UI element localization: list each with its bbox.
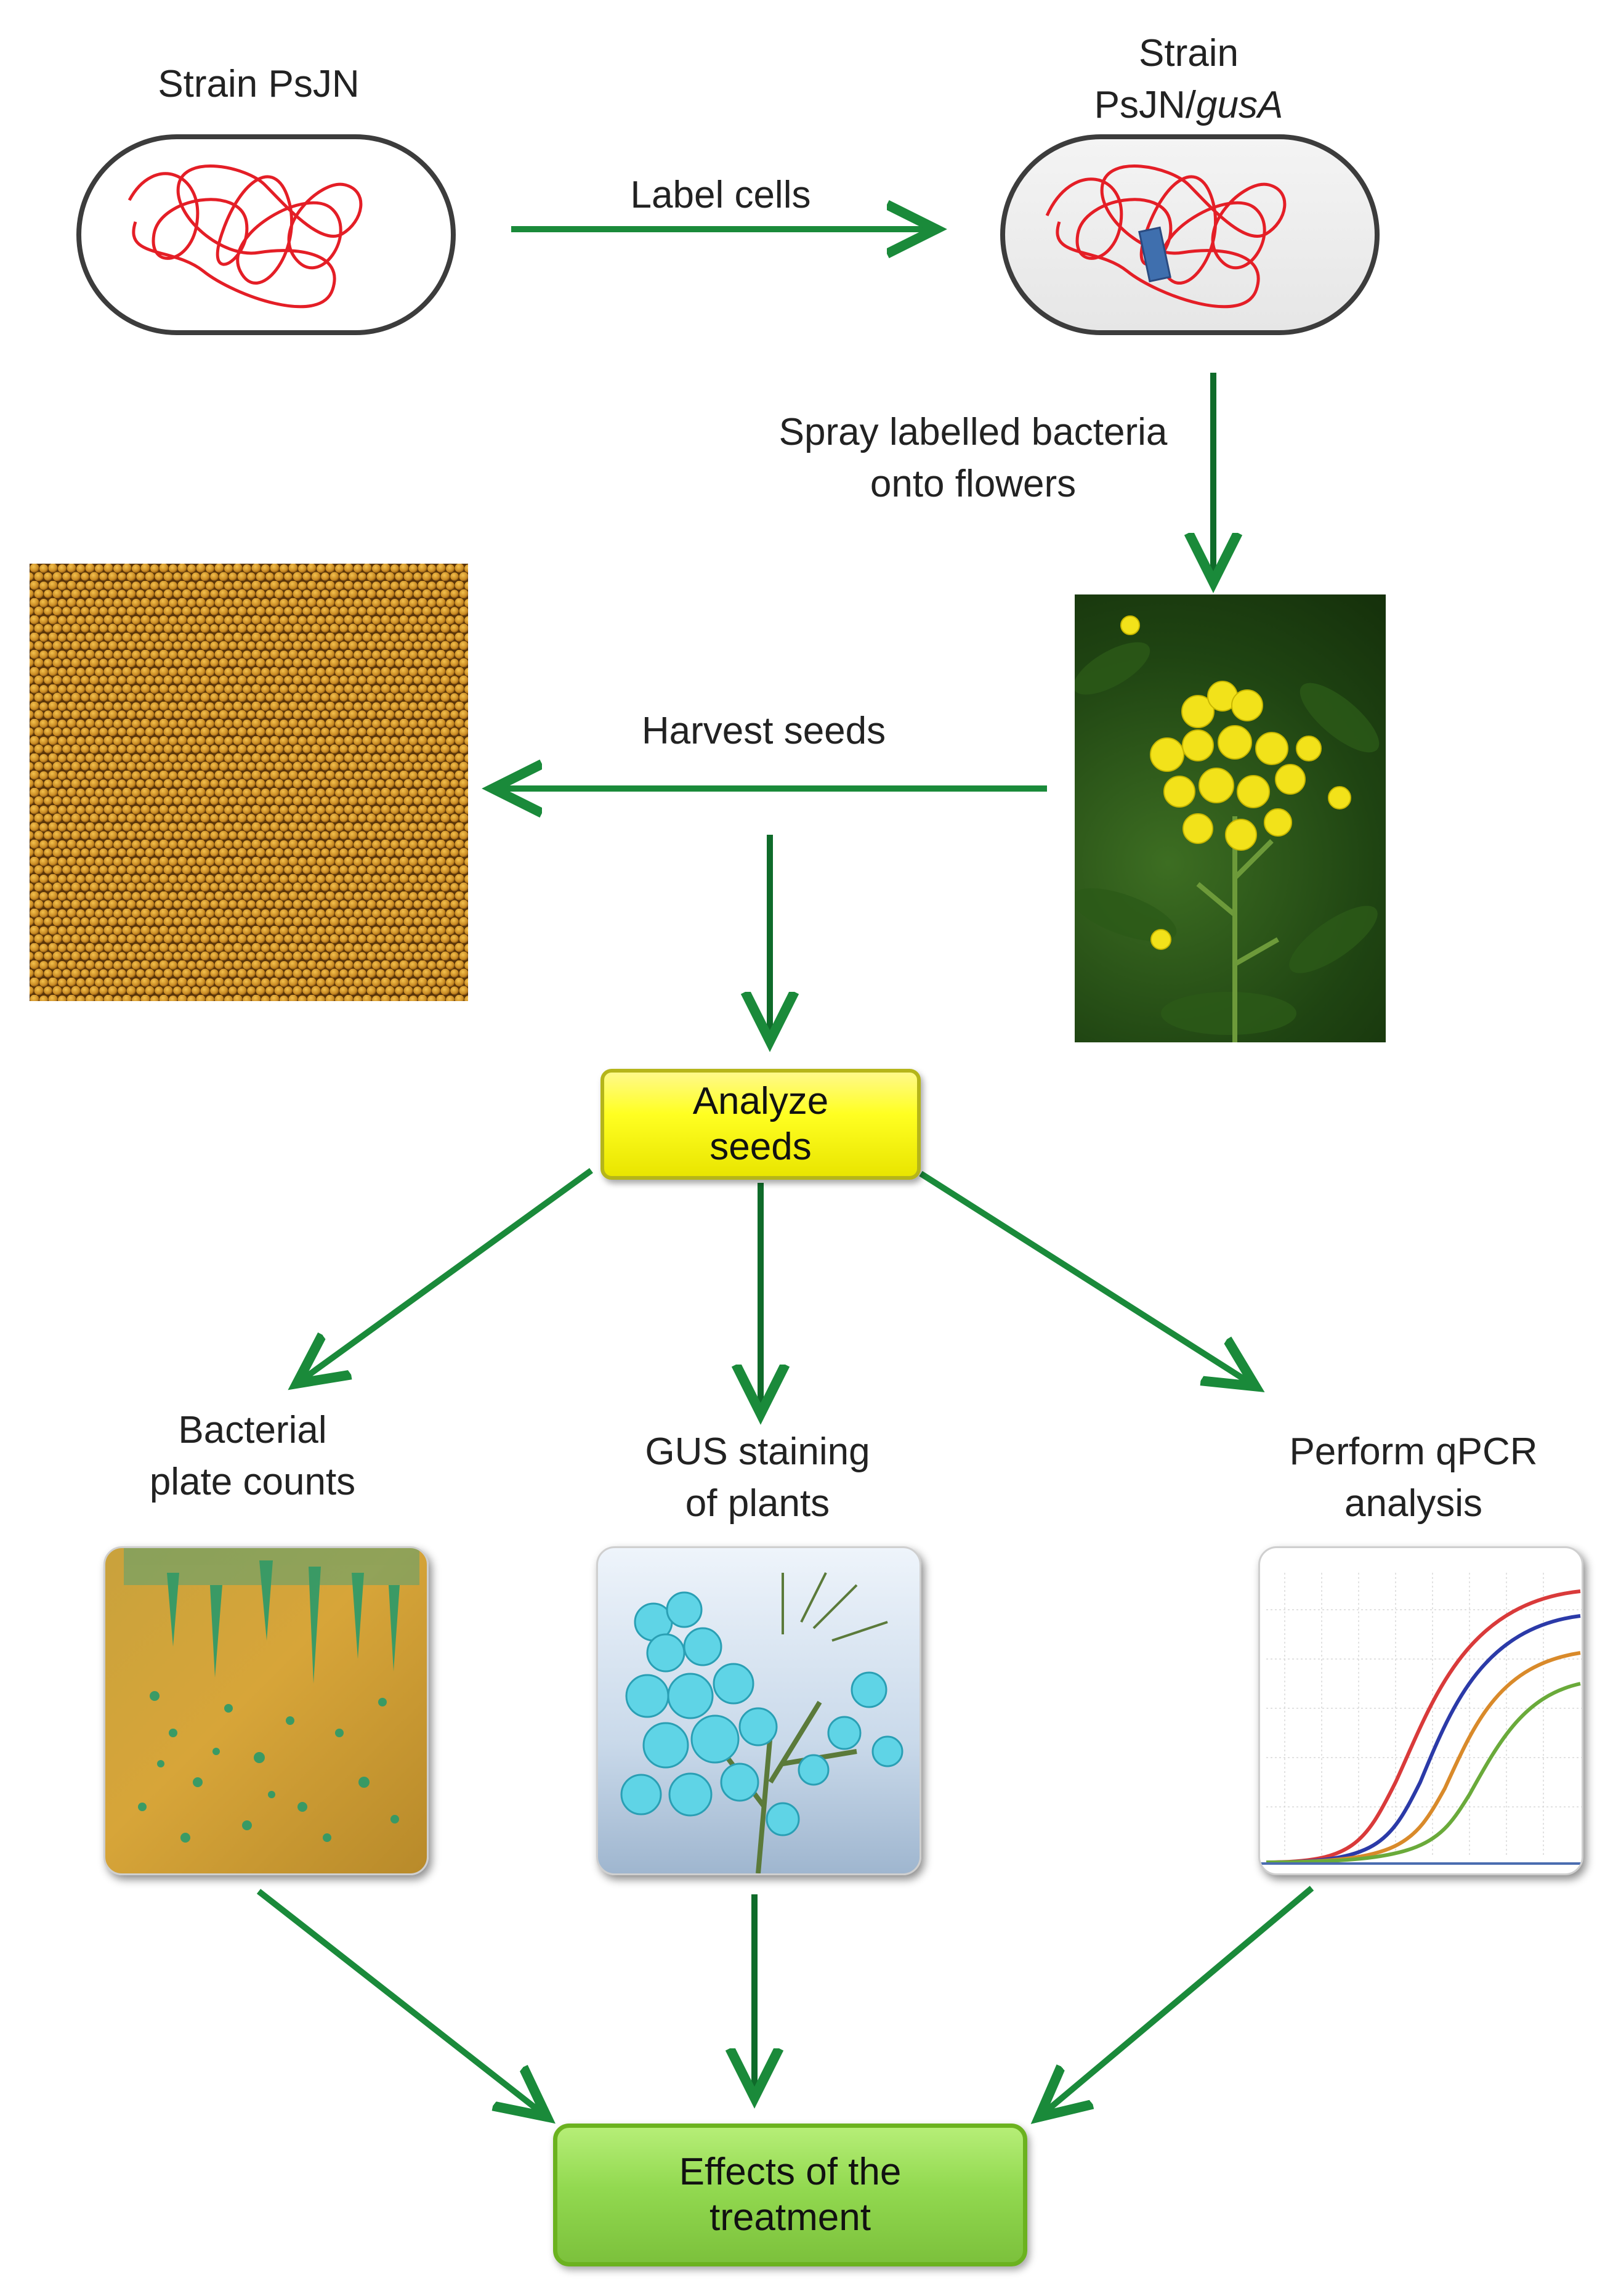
plate-photo: [103, 1546, 429, 1875]
result-line1: Effects of the: [679, 2151, 902, 2193]
gus-photo: [596, 1546, 921, 1875]
cell-labelled: [1000, 134, 1380, 335]
label-qpcr-line2: analysis: [1344, 1482, 1482, 1525]
qpcr-plot: [1260, 1573, 1582, 1865]
label-gus-staining: GUS staining of plants: [585, 1426, 930, 1530]
flower-photo: [1075, 594, 1386, 1042]
analyze-seeds-box: Analyze seeds: [600, 1069, 921, 1180]
label-plate-counts: Bacterial plate counts: [80, 1405, 425, 1508]
effects-of-treatment-box: Effects of the treatment: [553, 2124, 1027, 2266]
label-psjn-prefix: PsJN/: [1094, 84, 1197, 126]
label-strain-psjn-gusa: Strain PsJN/gusA: [1022, 28, 1355, 131]
seed-texture: [30, 564, 468, 1001]
label-plate-line2: plate counts: [149, 1461, 356, 1503]
gusA-insert: [1138, 226, 1171, 283]
label-strain-line1: Strain: [1139, 32, 1239, 75]
gus-flowers: [620, 1572, 903, 1873]
arrow-plate-to-result: [256, 1889, 542, 2113]
analyze-line1: Analyze: [692, 1080, 829, 1122]
label-spray: Spray labelled bacteria onto flowers: [727, 407, 1219, 510]
cell-wild: [76, 134, 456, 335]
seed-photo: [30, 564, 468, 1001]
result-line2: treatment: [709, 2196, 871, 2239]
label-qpcr-line1: Perform qPCR: [1289, 1430, 1538, 1473]
plate-colonies: [124, 1548, 419, 1843]
label-gusa-italic: gusA: [1196, 84, 1283, 126]
label-spray-line2: onto flowers: [870, 463, 1077, 505]
label-strain-psjn: Strain PsJN: [158, 63, 360, 105]
label-gus-line1: GUS staining: [645, 1430, 870, 1473]
label-spray-line1: Spray labelled bacteria: [778, 411, 1168, 453]
dna-coil-labelled: [1045, 164, 1287, 309]
arrow-to-plate: [302, 1167, 593, 1380]
qpcr-curves: [1258, 1546, 1583, 1875]
label-gus-line2: of plants: [685, 1482, 830, 1525]
arrow-qpcr-to-result: [1044, 1886, 1314, 2113]
label-label-cells: Label cells: [630, 174, 811, 216]
dna-coil-wild: [127, 164, 363, 309]
arrow-to-qpcr: [919, 1170, 1250, 1383]
label-strain-line2: PsJN/gusA: [1022, 79, 1355, 131]
analyze-line2: seeds: [709, 1126, 812, 1168]
label-plate-line1: Bacterial: [178, 1409, 327, 1451]
label-harvest: Harvest seeds: [641, 710, 886, 752]
label-qpcr: Perform qPCR analysis: [1229, 1426, 1598, 1530]
flower-drawing: [1075, 615, 1380, 1042]
